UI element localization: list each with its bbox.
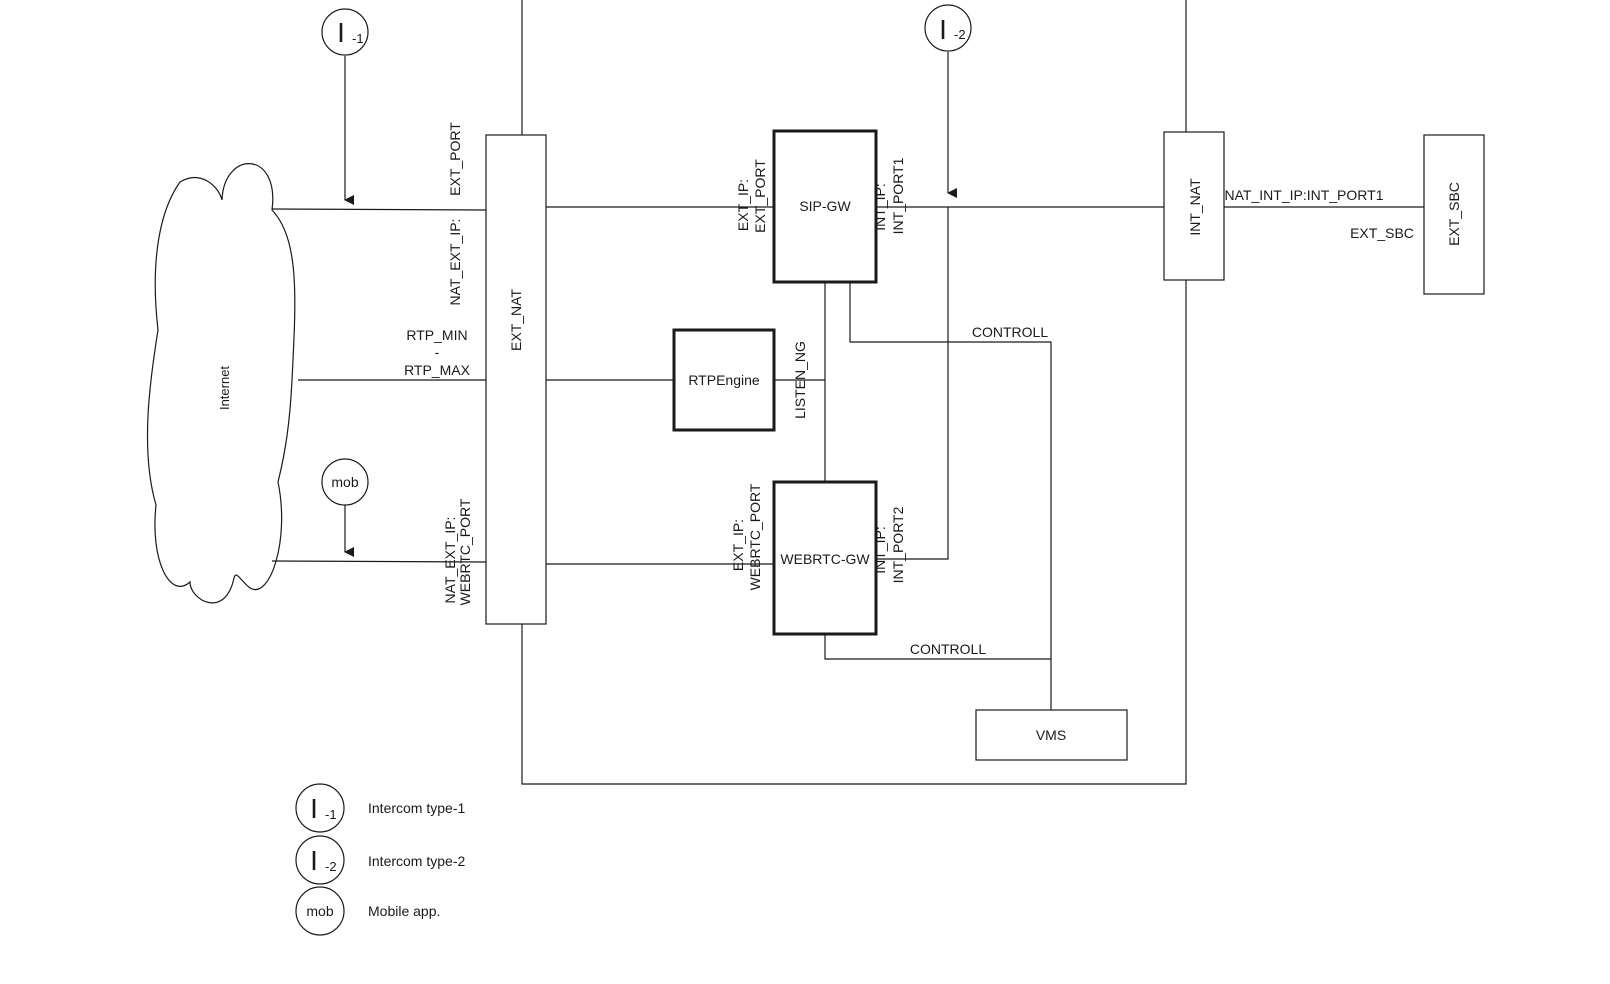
link-cloud-ext-nat-top bbox=[271, 208, 487, 211]
rtpengine-label: RTPEngine bbox=[688, 372, 760, 388]
label-sip-int-ip: INT_IP: bbox=[872, 183, 888, 230]
internet-cloud: Internet bbox=[146, 163, 296, 604]
label-ext-port: EXT_PORT bbox=[447, 122, 463, 196]
ext-sbc-node: EXT_SBC bbox=[1423, 134, 1485, 295]
ext-sbc-node-label: EXT_SBC bbox=[1446, 182, 1462, 246]
mobile-marker-label: mob bbox=[331, 474, 358, 490]
link-webrtc-controll bbox=[824, 634, 1051, 660]
legend-text-intercom1: Intercom type-1 bbox=[368, 800, 465, 816]
label-webrtc-ext-ip: EXT_IP: bbox=[730, 519, 746, 571]
int-nat-label: INT_NAT bbox=[1187, 178, 1203, 236]
label-nat-int-ip-port1: NAT_INT_IP:INT_PORT1 bbox=[1225, 187, 1384, 203]
ext-nat-node: EXT_NAT bbox=[485, 134, 547, 625]
webrtc-gw-node: WEBRTC-GW bbox=[772, 480, 878, 636]
label-rtp-max: RTP_MAX bbox=[404, 362, 471, 378]
vms-label: VMS bbox=[1036, 727, 1066, 743]
legend-icon-intercom1: I bbox=[310, 793, 318, 824]
legend-item-intercom2: I -2 Intercom type-2 bbox=[295, 835, 465, 885]
label-sip-ext-ip: EXT_IP: bbox=[735, 179, 751, 231]
sip-gw-label: SIP-GW bbox=[799, 198, 851, 214]
intercom1-sub: -1 bbox=[352, 31, 364, 46]
label-listen-ng: LISTEN_NG bbox=[792, 341, 808, 419]
label-webrtc-int-ip: INT_IP: bbox=[872, 526, 888, 573]
rtpengine-node: RTPEngine bbox=[672, 328, 776, 432]
intercom2-marker: I -2 bbox=[924, 4, 972, 52]
intercom1-main: I bbox=[337, 17, 345, 48]
ext-nat-label: EXT_NAT bbox=[508, 289, 524, 351]
legend-sub-intercom2: -2 bbox=[325, 859, 337, 874]
label-sip-ext-port: EXT_PORT bbox=[752, 159, 768, 233]
label-controll-top: CONTROLL bbox=[972, 324, 1048, 340]
vms-node: VMS bbox=[975, 709, 1128, 761]
intercom1-marker: I -1 bbox=[321, 8, 369, 56]
link-cloud-ext-nat-bottom bbox=[271, 560, 487, 563]
legend-icon-intercom2: I bbox=[310, 845, 318, 876]
legend-item-intercom1: I -1 Intercom type-1 bbox=[295, 783, 465, 833]
internet-label: Internet bbox=[217, 366, 232, 410]
label-ext-sbc-left: EXT_SBC bbox=[1350, 225, 1414, 241]
intercom2-sub: -2 bbox=[954, 27, 966, 42]
label-webrtc-port-left: WEBRTC_PORT bbox=[457, 498, 473, 605]
sip-gw-node: SIP-GW bbox=[772, 129, 878, 284]
link-int-bus-vertical bbox=[876, 207, 949, 560]
intercom2-main: I bbox=[939, 14, 947, 45]
label-nat-ext-ip: NAT_EXT_IP: bbox=[447, 219, 463, 306]
webrtc-gw-label: WEBRTC-GW bbox=[780, 551, 870, 567]
label-nat-ext-ip-2: NAT_EXT_IP: bbox=[442, 517, 458, 604]
link-sip-controll bbox=[849, 282, 1052, 710]
label-rtp-min: RTP_MIN bbox=[406, 327, 467, 343]
label-sip-int-port1: INT_PORT1 bbox=[890, 157, 906, 234]
legend: I -1 Intercom type-1 I -2 Intercom type-… bbox=[295, 783, 465, 936]
legend-item-mobile: mob Mobile app. bbox=[295, 886, 440, 936]
label-rtp-dash: - bbox=[435, 344, 440, 360]
legend-sub-intercom1: -1 bbox=[325, 807, 337, 822]
mobile-marker: mob bbox=[321, 458, 369, 506]
label-controll-bottom: CONTROLL bbox=[910, 641, 986, 657]
legend-text-mobile: Mobile app. bbox=[368, 903, 440, 919]
frame-line bbox=[521, 280, 1187, 785]
label-webrtc-port-right: WEBRTC_PORT bbox=[747, 483, 763, 590]
legend-text-intercom2: Intercom type-2 bbox=[368, 853, 465, 869]
legend-icon-mobile: mob bbox=[306, 903, 333, 919]
int-nat-node: INT_NAT bbox=[1163, 131, 1225, 281]
label-webrtc-int-port2: INT_PORT2 bbox=[890, 506, 906, 583]
